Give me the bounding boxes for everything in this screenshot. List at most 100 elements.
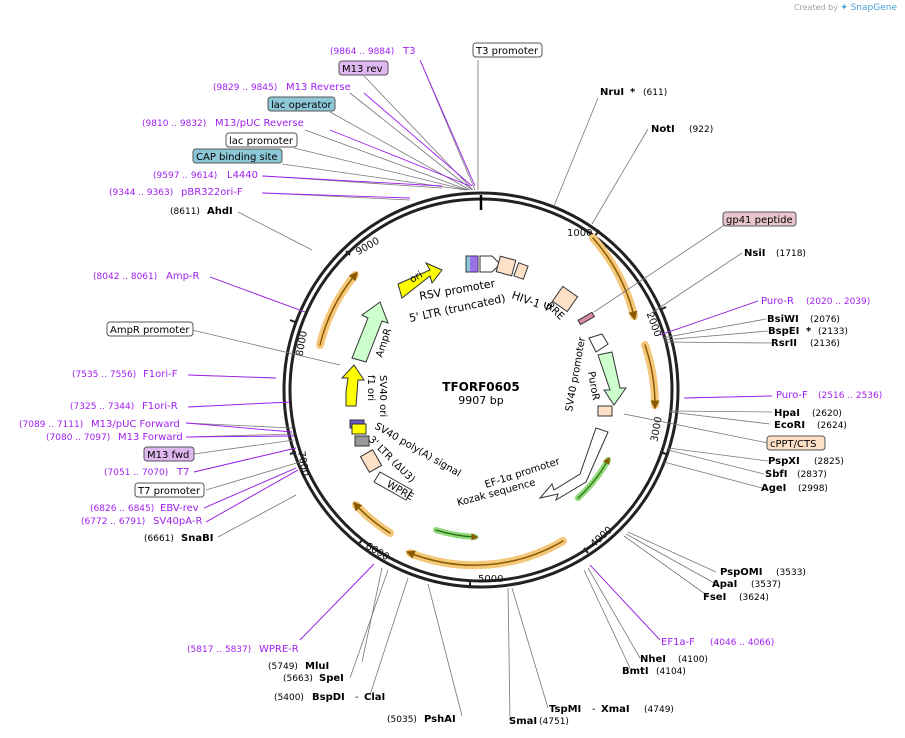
t7-promoter-box[interactable] <box>134 482 205 498</box>
agei-label[interactable]: AgeI <box>761 483 786 494</box>
ruler-1000: 1000 <box>567 228 592 239</box>
ecori-label[interactable]: EcoRI <box>774 420 805 431</box>
wpre-r-label[interactable]: WPRE-R <box>259 644 299 655</box>
rsrii-coord: (2136) <box>810 339 840 349</box>
m13-fwd-label: M13 fwd <box>147 450 189 461</box>
noti-coord: (922) <box>689 125 713 135</box>
m13-reverse-label[interactable]: M13 Reverse <box>286 82 351 93</box>
puro-f-label[interactable]: Puro-F <box>776 390 808 401</box>
snapgene-logo-icon: ✦ <box>840 3 849 13</box>
mlui-coord: (5749) <box>268 662 298 672</box>
ruler-7000: 7000 <box>295 450 310 477</box>
nhei-coord: (4100) <box>678 655 708 665</box>
credit-brand: SnapGene <box>850 3 897 13</box>
lac-promoter-label: lac promoter <box>229 136 294 147</box>
ebv-rev-label[interactable]: EBV-rev <box>160 503 199 514</box>
m13-forward-label[interactable]: M13 Forward <box>118 432 183 443</box>
f1ori-r-coord: (7325 .. 7344) <box>70 402 134 412</box>
nrui-label[interactable]: NruI <box>600 87 624 98</box>
ef1a-f-label[interactable]: EF1a-F <box>661 637 695 648</box>
sbfi-label[interactable]: SbfI <box>765 469 787 480</box>
ecori-coord: (2624) <box>817 421 847 431</box>
m13-fwd-box[interactable] <box>143 446 195 462</box>
lac-operator-label: lac operator <box>271 100 332 111</box>
ahdi-coord: (8611) <box>170 207 200 217</box>
plasmid-length: 9907 bp <box>458 394 503 407</box>
ampr-promoter-label: AmpR promoter <box>110 325 190 336</box>
bmti-label[interactable]: BmtI <box>622 666 649 677</box>
nhei-label[interactable]: NheI <box>640 654 666 665</box>
apai-label[interactable]: ApaI <box>712 579 737 590</box>
ahdi-label[interactable]: AhdI <box>207 206 233 217</box>
tspmi-coord: (4749) <box>644 705 674 715</box>
bspei-label[interactable]: BspEI <box>768 326 799 337</box>
ruler-2000: 2000 <box>644 311 663 339</box>
sv40p-feature <box>588 333 609 353</box>
m13-forward-coord: (7080 .. 7097) <box>46 433 110 443</box>
t3-primer-label[interactable]: T3 <box>402 46 415 57</box>
xmai-label[interactable]: XmaI <box>601 704 630 715</box>
puro-r-label[interactable]: Puro-R <box>761 296 794 307</box>
sv40pa-r-label[interactable]: SV40pA-R <box>153 516 202 527</box>
t7-label[interactable]: T7 <box>176 467 189 478</box>
amp-r-label[interactable]: Amp-R <box>166 271 200 282</box>
gp41-peptide-box[interactable] <box>722 211 797 227</box>
t3-promoter-box[interactable] <box>472 42 543 58</box>
mlui-label[interactable]: MluI <box>305 661 329 672</box>
orf-arc-5 <box>316 271 359 349</box>
lac-operator-box[interactable] <box>267 96 336 112</box>
ori-feature <box>397 261 443 299</box>
wpre-feature <box>359 449 383 473</box>
m13puc-reverse-label[interactable]: M13/pUC Reverse <box>215 118 304 129</box>
cppt-feature <box>597 405 613 417</box>
cppt-cts-box[interactable] <box>766 435 826 451</box>
f1ori-label: f1 ori <box>365 375 376 401</box>
spei-coord: (5663) <box>283 674 313 684</box>
m13-rev-box[interactable] <box>338 60 389 76</box>
sv40pa-feature <box>351 423 367 435</box>
spei-label[interactable]: SpeI <box>319 673 344 684</box>
smai-label[interactable]: SmaI <box>509 716 537 727</box>
bsiwi-label[interactable]: BsiWI <box>767 314 799 325</box>
sbfi-coord: (2837) <box>797 470 827 480</box>
t7-promoter-label: T7 promoter <box>137 486 201 497</box>
nsii-coord: (1718) <box>776 249 806 259</box>
f1ori-r-label[interactable]: F1ori-R <box>142 401 178 412</box>
l4440-coord: (9597 .. 9614) <box>153 171 217 181</box>
m13-reverse-coord: (9829 .. 9845) <box>213 83 277 93</box>
snabi-coord: (6661) <box>144 534 174 544</box>
agei-coord: (2998) <box>798 484 828 494</box>
ruler-5000: 5000 <box>478 574 503 585</box>
bspdi-coord: (5400) <box>274 693 304 703</box>
f1ori-feature <box>340 364 365 407</box>
tspmi-label[interactable]: TspMI <box>549 704 581 715</box>
fsei-coord: (3624) <box>739 593 769 603</box>
ampr-promoter-box[interactable] <box>106 321 194 337</box>
rsrii-label[interactable]: RsrII <box>771 338 797 349</box>
pshai-label[interactable]: PshAI <box>424 714 456 725</box>
m13puc-forward-label[interactable]: M13/pUC Forward <box>91 419 180 430</box>
apai-coord: (3537) <box>751 580 781 590</box>
snabi-label[interactable]: SnaBI <box>181 533 213 544</box>
f1ori-f-label[interactable]: F1ori-F <box>143 369 178 380</box>
cap-binding-site-box[interactable] <box>192 148 283 164</box>
f1ori-f-coord: (7535 .. 7556) <box>72 370 136 380</box>
lac-promoter-box[interactable] <box>225 132 298 148</box>
tspmi-sep: - <box>592 704 596 715</box>
pbr322-label[interactable]: pBR322ori-F <box>181 187 243 198</box>
ruler-9000: 9000 <box>354 236 382 258</box>
clai-label[interactable]: ClaI <box>364 692 385 703</box>
t3-coord: (9864 .. 9884) <box>330 47 394 57</box>
nrui-coord: (611) <box>643 88 667 98</box>
orf-arc-2 <box>641 341 659 409</box>
t3-promoter-label: T3 promoter <box>475 46 539 57</box>
fsei-label[interactable]: FseI <box>703 592 726 603</box>
hpai-label[interactable]: HpaI <box>774 408 800 419</box>
bspdi-label[interactable]: BspDI <box>312 692 345 703</box>
pspomi-label[interactable]: PspOMI <box>720 567 762 578</box>
nsii-label[interactable]: NsiI <box>744 248 765 259</box>
l4440-label[interactable]: L4440 <box>227 170 258 181</box>
noti-label[interactable]: NotI <box>651 124 675 135</box>
pspxi-label[interactable]: PspXI <box>768 456 800 467</box>
rre-feature <box>551 285 579 313</box>
